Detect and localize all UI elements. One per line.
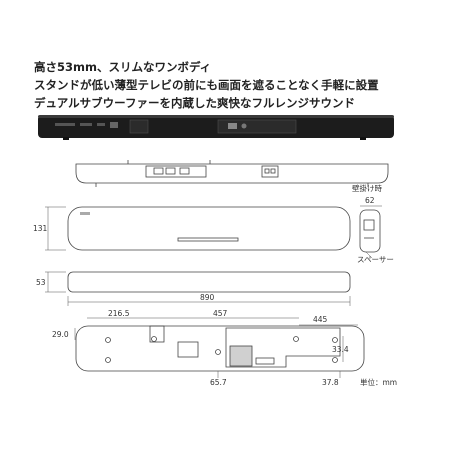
bottom-left-dim: 65.7 xyxy=(210,378,227,387)
spacer-side-view xyxy=(359,209,381,253)
spacer-width-dim: 62 xyxy=(365,196,375,205)
hole-top-dim: 29.0 xyxy=(52,330,69,339)
width-dim: 890 xyxy=(200,293,215,302)
hole-span-dim: 457 xyxy=(213,309,228,318)
spacer-label: スペーサー xyxy=(357,255,394,264)
rear-view-outline xyxy=(75,160,389,187)
headline-dual-subwoofer: デュアルサブウーファーを内蔵した爽快なフルレンジサウンド xyxy=(34,96,355,110)
top-view-outline xyxy=(67,206,351,251)
bottom-view-outline xyxy=(75,325,365,372)
height-dim: 53 xyxy=(36,278,46,287)
unit-note: 単位：mm xyxy=(360,377,397,387)
soundbar-photo xyxy=(38,115,394,140)
headline-slim-body: 高さ53mm、スリムなワンボディ xyxy=(34,60,212,74)
front-view-outline xyxy=(67,271,351,293)
depth-dim: 131 xyxy=(33,224,48,233)
side-offset-dim: 33.4 xyxy=(332,345,349,354)
headline-low-stand: スタンドが低い薄型テレビの前にも画面を遮ることなく手軽に設置 xyxy=(34,78,379,92)
wall-mount-label: 壁掛け時 xyxy=(352,183,382,193)
hole-right-dim: 445 xyxy=(313,315,328,324)
bottom-right-dim: 37.8 xyxy=(322,378,339,387)
hole-left-dim: 216.5 xyxy=(108,309,130,318)
